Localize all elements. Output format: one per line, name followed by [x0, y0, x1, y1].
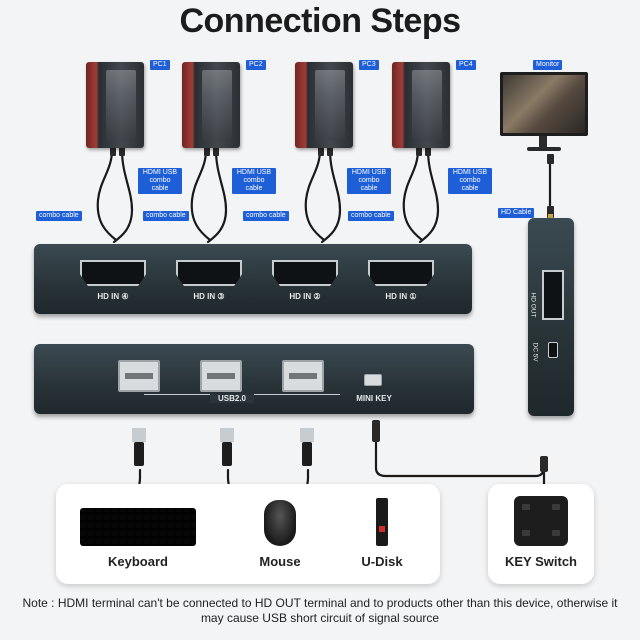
monitor-stand	[539, 136, 547, 148]
mini-key-port	[364, 374, 382, 386]
hdmi-out-port	[542, 270, 564, 320]
pc1-tag: PC1	[150, 60, 170, 70]
pc2-combo-tag: combo cable	[143, 211, 189, 221]
pc-tower-3	[295, 62, 353, 148]
hdmi-port-1	[368, 260, 434, 286]
pc4-combo-tag: combo cable	[348, 211, 394, 221]
usb2-label: USB2.0	[210, 394, 254, 403]
pc3-combo-tag: combo cable	[243, 211, 289, 221]
pc-tower-1	[86, 62, 144, 148]
mini-key-label: MINI KEY	[356, 394, 392, 403]
pc4-cable-tag: HDMI USB combo cable	[448, 168, 492, 194]
hdmi-in-3-label: HD IN ③	[193, 292, 225, 301]
monitor-icon	[500, 72, 588, 136]
hdmi-in-4-label: HD IN ④	[97, 292, 129, 301]
pc2-cable-tag: HDMI USB combo cable	[232, 168, 276, 194]
hdmi-in-2-label: HD IN ②	[289, 292, 321, 301]
pc-tower-2	[182, 62, 240, 148]
dc-port	[548, 342, 558, 358]
usb-port-1	[118, 360, 160, 392]
hdmi-port-3	[176, 260, 242, 286]
kvm-side-panel: HD OUT DC 5V	[528, 218, 574, 416]
keyboard-label: Keyboard	[108, 554, 168, 569]
u-disk-label: U-Disk	[361, 554, 403, 569]
usb-plugs	[132, 428, 314, 466]
hd-out-label: HD OUT	[529, 292, 537, 318]
pc3-cable-tag: HDMI USB combo cable	[347, 168, 391, 194]
hdmi-in-1-label: HD IN ①	[385, 292, 417, 301]
kvm-top-panel: HD IN ④ HD IN ③ HD IN ② HD IN ①	[34, 244, 472, 314]
hdmi-port-2	[272, 260, 338, 286]
pc1-cable-tag: HDMI USB combo cable	[138, 168, 182, 194]
key-switch-card: KEY Switch	[488, 484, 594, 584]
pc3-tag: PC3	[359, 60, 379, 70]
mouse-label: Mouse	[259, 554, 301, 569]
udisk-usb-plug	[300, 428, 314, 442]
keyboard-usb-plug	[132, 428, 146, 442]
usb-port-3	[282, 360, 324, 392]
kvm-bottom-panel: USB2.0 MINI KEY	[34, 344, 474, 414]
mouse-icon	[264, 500, 296, 546]
monitor-tag: Monitor	[533, 60, 563, 70]
hdmi-port-4	[80, 260, 146, 286]
monitor-base	[527, 147, 561, 151]
pc4-tag: PC4	[456, 60, 476, 70]
pc-tower-4	[392, 62, 450, 148]
usb-port-2	[200, 360, 242, 392]
mouse-usb-plug	[220, 428, 234, 442]
keyboard-icon	[80, 508, 196, 546]
pc2-tag: PC2	[246, 60, 266, 70]
u-disk-icon	[376, 498, 388, 546]
key-switch-icon	[514, 496, 568, 546]
pc1-combo-tag: combo cable	[36, 211, 82, 221]
hd-cable-tag: HD Cable	[498, 208, 535, 218]
warning-note: Note : HDMI terminal can't be connected …	[22, 596, 618, 625]
page-title: Connection Steps	[179, 2, 461, 40]
dc-label: DC 5V	[531, 342, 539, 362]
key-switch-label: KEY Switch	[504, 554, 577, 569]
peripherals-card: Keyboard Mouse U-Disk	[56, 484, 440, 584]
